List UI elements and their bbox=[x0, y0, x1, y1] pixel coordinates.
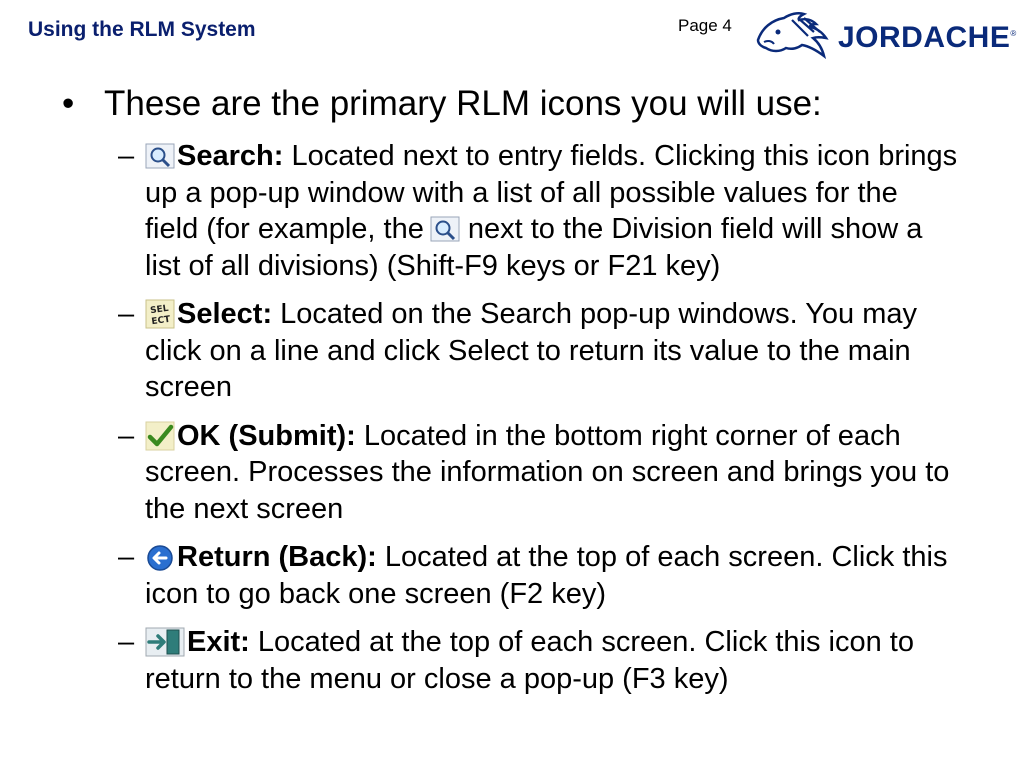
horse-head-icon bbox=[752, 10, 832, 67]
ok-desc: Located in the bottom right corner of ea… bbox=[145, 419, 950, 525]
list-item-ok: – OK (Submit): Located in the bottom rig… bbox=[118, 418, 958, 528]
select-label: Select: bbox=[177, 298, 273, 330]
search-icon bbox=[430, 214, 460, 244]
search-label: Search: bbox=[177, 140, 284, 172]
icon-list: – Search: Located next to entry fields. … bbox=[118, 138, 958, 709]
list-item-exit: – Exit: Located at the top of each scree… bbox=[118, 624, 958, 697]
search-icon bbox=[145, 141, 175, 171]
exit-door-icon bbox=[145, 627, 185, 657]
search-desc-a: Located next to entry fields. Clicking t… bbox=[145, 140, 958, 245]
exit-label: Exit: bbox=[187, 626, 250, 658]
dash: – bbox=[118, 298, 135, 330]
dash: – bbox=[118, 541, 135, 573]
svg-text:SEL: SEL bbox=[150, 304, 170, 316]
ok-label: OK (Submit): bbox=[177, 419, 356, 452]
return-arrow-icon bbox=[145, 542, 175, 572]
return-label: Return (Back): bbox=[177, 541, 377, 573]
select-desc: Located on the Search pop-up windows. Yo… bbox=[145, 298, 917, 403]
svg-text:ECT: ECT bbox=[151, 315, 172, 328]
slide-title: Using the RLM System bbox=[28, 18, 256, 41]
dash: – bbox=[118, 626, 135, 658]
dash: – bbox=[118, 140, 135, 172]
page-number: Page 4 bbox=[678, 16, 732, 35]
list-item-return: – Return (Back): Located at the top of e… bbox=[118, 539, 958, 612]
dash: – bbox=[118, 419, 135, 452]
exit-desc: Located at the top of each screen. Click… bbox=[145, 626, 914, 695]
bullet-point: • bbox=[62, 84, 75, 123]
list-item-search: – Search: Located next to entry fields. … bbox=[118, 138, 958, 284]
search-desc-b: next to the Division field will show a l… bbox=[145, 213, 923, 282]
checkmark-icon bbox=[145, 421, 175, 451]
return-desc: Located at the top of each screen. Click… bbox=[145, 541, 948, 610]
logo-wordmark: JORDACHE® bbox=[838, 21, 1017, 54]
main-bullet-text: These are the primary RLM icons you will… bbox=[104, 84, 822, 123]
jordache-logo: JORDACHE® bbox=[752, 10, 1020, 66]
main-bullet: • These are the primary RLM icons you wil… bbox=[62, 83, 1002, 125]
